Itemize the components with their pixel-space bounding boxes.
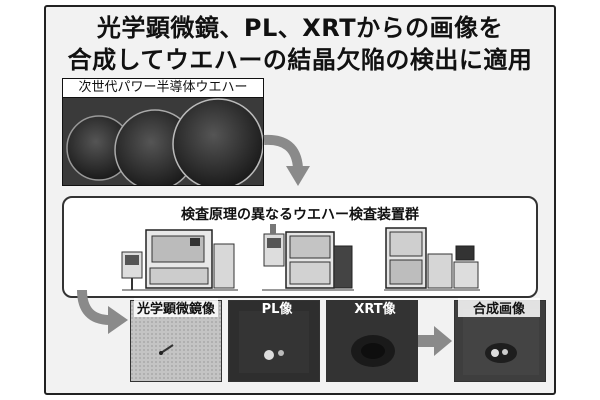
composite-image-label: 合成画像 (458, 298, 540, 317)
title-line-1: 光学顕微鏡、PL、XRTからの画像を (96, 14, 504, 42)
inspection-machine-2 (262, 224, 354, 291)
curved-arrow-icon (77, 290, 128, 334)
inspection-machine-1 (121, 229, 238, 291)
wafer-large (172, 98, 263, 185)
equipment-group-box: 検査原理の異なるウエハー検査装置群 (62, 196, 538, 298)
optical-image-label: 光学顕微鏡像 (134, 298, 218, 317)
pl-image (228, 300, 320, 382)
xrt-image (326, 300, 418, 382)
wafer-caption: 次世代パワー半導体ウエハー (63, 79, 263, 98)
title-line-2: 合成してウエハーの結晶欠陥の検出に適用 (67, 46, 533, 74)
equipment-heading: 検査原理の異なるウエハー検査装置群 (181, 207, 419, 223)
xrt-image-label: XRT像 (354, 302, 396, 317)
wafer-photo-panel: 次世代パワー半導体ウエハー (62, 78, 264, 186)
inspection-machine-3 (384, 227, 480, 291)
wafer-photo (63, 98, 263, 185)
curved-arrow-icon (263, 134, 310, 186)
pl-image-label: PL像 (261, 302, 293, 317)
arrow-right-icon (418, 326, 452, 356)
